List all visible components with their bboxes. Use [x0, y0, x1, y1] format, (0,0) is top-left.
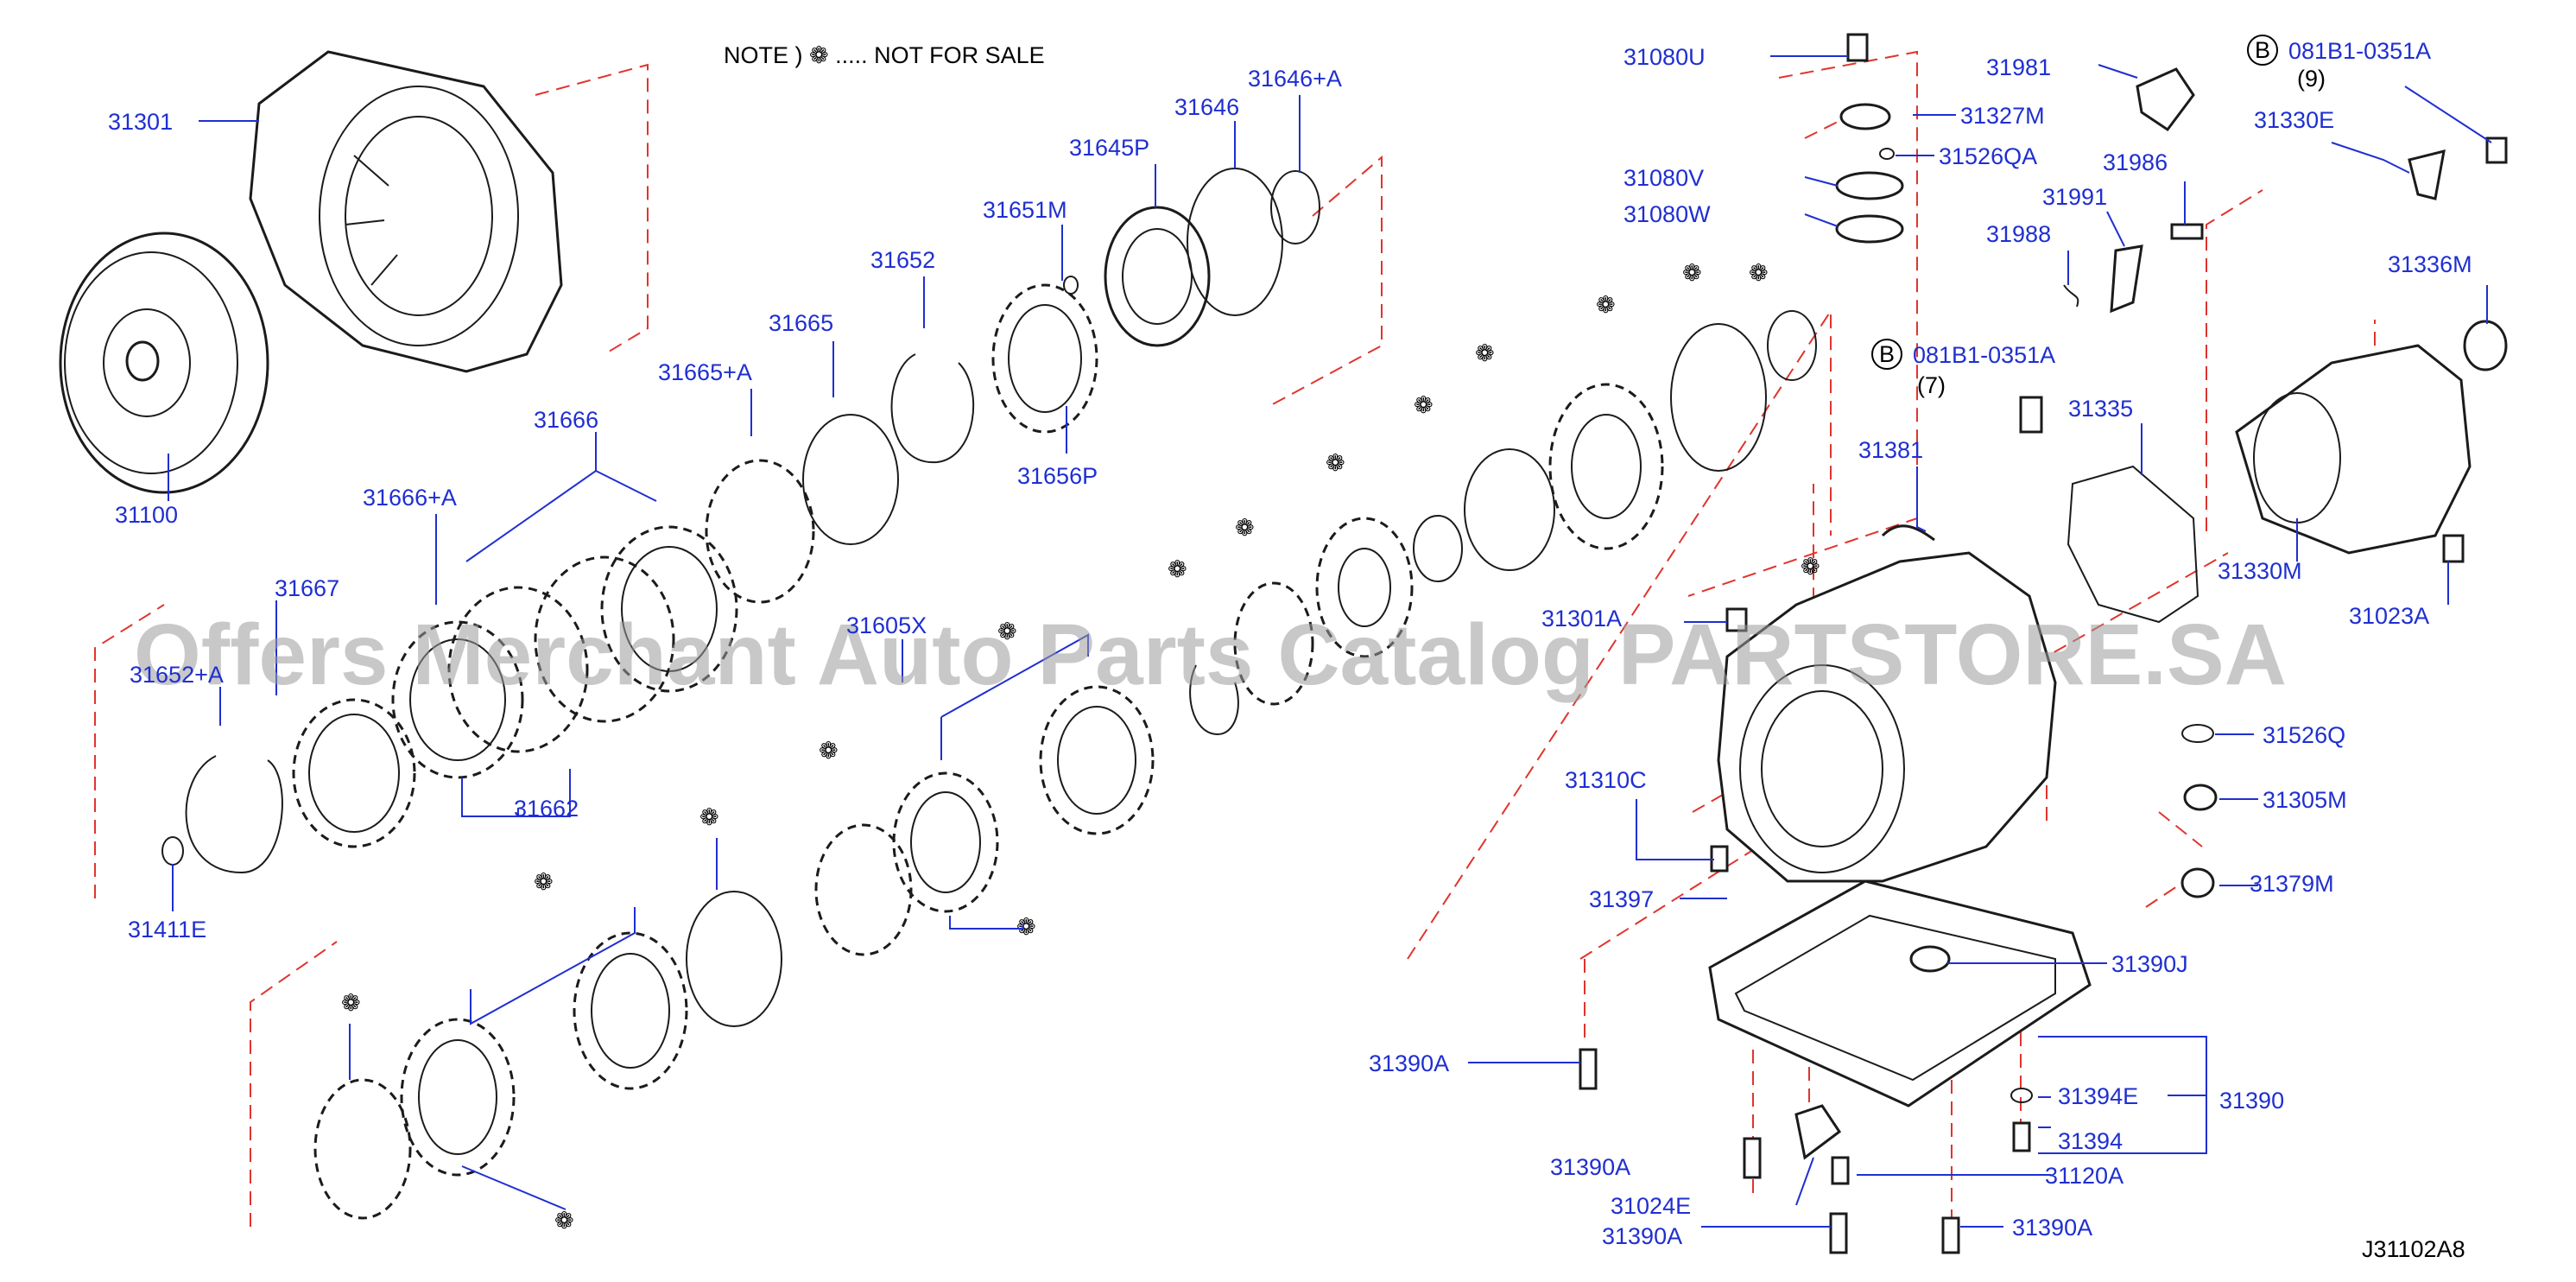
- callout-31390a-1[interactable]: 31390A: [1369, 1050, 1449, 1076]
- callout-31665a[interactable]: 31665+A: [658, 359, 752, 385]
- watermark-text: Offers Merchant Auto Parts Catalog PARTS…: [134, 606, 2287, 703]
- bolt-spec-b: B 081B1-0351A (7): [1871, 339, 2055, 398]
- callout-31394e[interactable]: 31394E: [2058, 1083, 2138, 1109]
- callout-31667[interactable]: 31667: [275, 575, 339, 601]
- callout-31301[interactable]: 31301: [108, 109, 173, 135]
- callout-31394[interactable]: 31394: [2058, 1128, 2123, 1154]
- callout-31080u[interactable]: 31080U: [1623, 44, 1706, 70]
- nfs-marker: ❁: [1596, 292, 1616, 318]
- callout-31991[interactable]: 31991: [2042, 184, 2107, 210]
- callout-31652[interactable]: 31652: [870, 247, 935, 273]
- callout-31301a[interactable]: 31301A: [1541, 606, 1622, 631]
- bolt-spec-badge: B: [1879, 341, 1895, 367]
- callout-31656p[interactable]: 31656P: [1017, 463, 1098, 489]
- bolt-spec-code: 081B1-0351A: [1913, 342, 2055, 368]
- note-text: NOTE ) ❁ ..... NOT FOR SALE: [724, 42, 1045, 68]
- callout-31526q[interactable]: 31526Q: [2263, 722, 2345, 748]
- callout-31310c[interactable]: 31310C: [1565, 767, 1647, 793]
- callout-31646[interactable]: 31646: [1174, 94, 1239, 120]
- callout-31397[interactable]: 31397: [1589, 886, 1654, 912]
- not-for-sale-markers: ❁ ❁ ❁ ❁ ❁ ❁ ❁ ❁ ❁ ❁ ❁ ❁ ❁ ❁ ❁ ❁: [341, 260, 1820, 1234]
- nfs-marker: ❁: [341, 990, 361, 1016]
- callout-31120a[interactable]: 31120A: [2045, 1163, 2123, 1189]
- callout-31100[interactable]: 31100: [115, 502, 178, 528]
- nfs-marker: ❁: [554, 1208, 574, 1234]
- transmission-case: [1717, 551, 2057, 883]
- callout-31651m[interactable]: 31651M: [983, 197, 1067, 223]
- callout-31024e[interactable]: 31024E: [1611, 1193, 1691, 1219]
- callout-31080v[interactable]: 31080V: [1623, 165, 1704, 191]
- clutch-pack-upper: [161, 525, 738, 874]
- bolt-spec-code: 081B1-0351A: [2288, 38, 2431, 64]
- nfs-marker: ❁: [997, 619, 1017, 644]
- callout-31390[interactable]: 31390: [2219, 1088, 2284, 1114]
- nfs-marker: ❁: [1801, 554, 1820, 580]
- callout-31335[interactable]: 31335: [2068, 396, 2133, 422]
- diagram-code: J31102A8: [2362, 1236, 2465, 1262]
- callout-31662[interactable]: 31662: [514, 796, 579, 822]
- bolt-spec-qty: (9): [2297, 66, 2326, 92]
- part-callouts: 31301 31100 31666 31666+A 31667 31652+A …: [108, 44, 2472, 1249]
- callout-31605x[interactable]: 31605X: [846, 612, 927, 638]
- callout-31330m[interactable]: 31330M: [2218, 558, 2302, 584]
- callout-31981[interactable]: 31981: [1986, 54, 2051, 80]
- callout-31411e[interactable]: 31411E: [128, 917, 206, 942]
- nfs-marker: ❁: [1168, 556, 1187, 582]
- nfs-marker: ❁: [534, 869, 554, 895]
- callout-31327m[interactable]: 31327M: [1960, 103, 2045, 129]
- callout-31023a[interactable]: 31023A: [2349, 603, 2429, 629]
- callout-31390a-4[interactable]: 31390A: [2012, 1215, 2092, 1241]
- callout-31390a-2[interactable]: 31390A: [1550, 1154, 1630, 1180]
- nfs-marker: ❁: [1414, 392, 1434, 418]
- callout-31305m[interactable]: 31305M: [2263, 787, 2347, 813]
- callout-31666[interactable]: 31666: [534, 407, 598, 433]
- nfs-marker: ❁: [1749, 260, 1769, 286]
- snap-rings-middle: [1413, 310, 1817, 582]
- callout-31645p[interactable]: 31645P: [1069, 135, 1149, 161]
- clutch-pack-middle: [814, 517, 1414, 956]
- callout-31080w[interactable]: 31080W: [1623, 201, 1711, 227]
- nfs-marker: ❁: [1475, 340, 1495, 366]
- bolt-spec-badge: B: [2255, 37, 2270, 63]
- clutch-pack-lower: [313, 891, 782, 1220]
- bolt-spec-a: B 081B1-0351A (9): [2247, 35, 2431, 92]
- callout-31665[interactable]: 31665: [769, 310, 833, 336]
- snap-rings-upper: [705, 168, 1320, 604]
- callout-31390j[interactable]: 31390J: [2111, 951, 2188, 977]
- callout-31988[interactable]: 31988: [1986, 221, 2051, 247]
- nfs-marker: ❁: [1682, 260, 1702, 286]
- extension-gasket: [2066, 465, 2199, 624]
- torque-converter: [59, 232, 269, 494]
- bolt-spec-qty: (7): [1917, 372, 1946, 398]
- callout-31526qa[interactable]: 31526QA: [1939, 143, 2037, 169]
- extension-housing: [2235, 320, 2508, 555]
- small-hardware: [1579, 33, 2508, 1254]
- oil-pan: [1708, 879, 2092, 1107]
- converter-housing: [249, 50, 563, 373]
- callout-31986[interactable]: 31986: [2103, 149, 2168, 175]
- nfs-marker: ❁: [699, 804, 719, 830]
- callout-31379m[interactable]: 31379M: [2250, 871, 2334, 897]
- callout-31381[interactable]: 31381: [1858, 437, 1923, 463]
- nfs-marker: ❁: [1326, 450, 1345, 476]
- callout-31330e[interactable]: 31330E: [2254, 107, 2334, 133]
- callout-31666a[interactable]: 31666+A: [363, 485, 457, 511]
- callout-31652a[interactable]: 31652+A: [130, 662, 224, 688]
- callout-31390a-3[interactable]: 31390A: [1602, 1223, 1682, 1249]
- leader-lines: [168, 55, 2492, 1228]
- callout-31646a[interactable]: 31646+A: [1248, 66, 1342, 92]
- nfs-marker: ❁: [1016, 914, 1036, 940]
- nfs-marker: ❁: [1235, 515, 1255, 541]
- nfs-marker: ❁: [819, 738, 839, 764]
- callout-31336m[interactable]: 31336M: [2388, 251, 2472, 277]
